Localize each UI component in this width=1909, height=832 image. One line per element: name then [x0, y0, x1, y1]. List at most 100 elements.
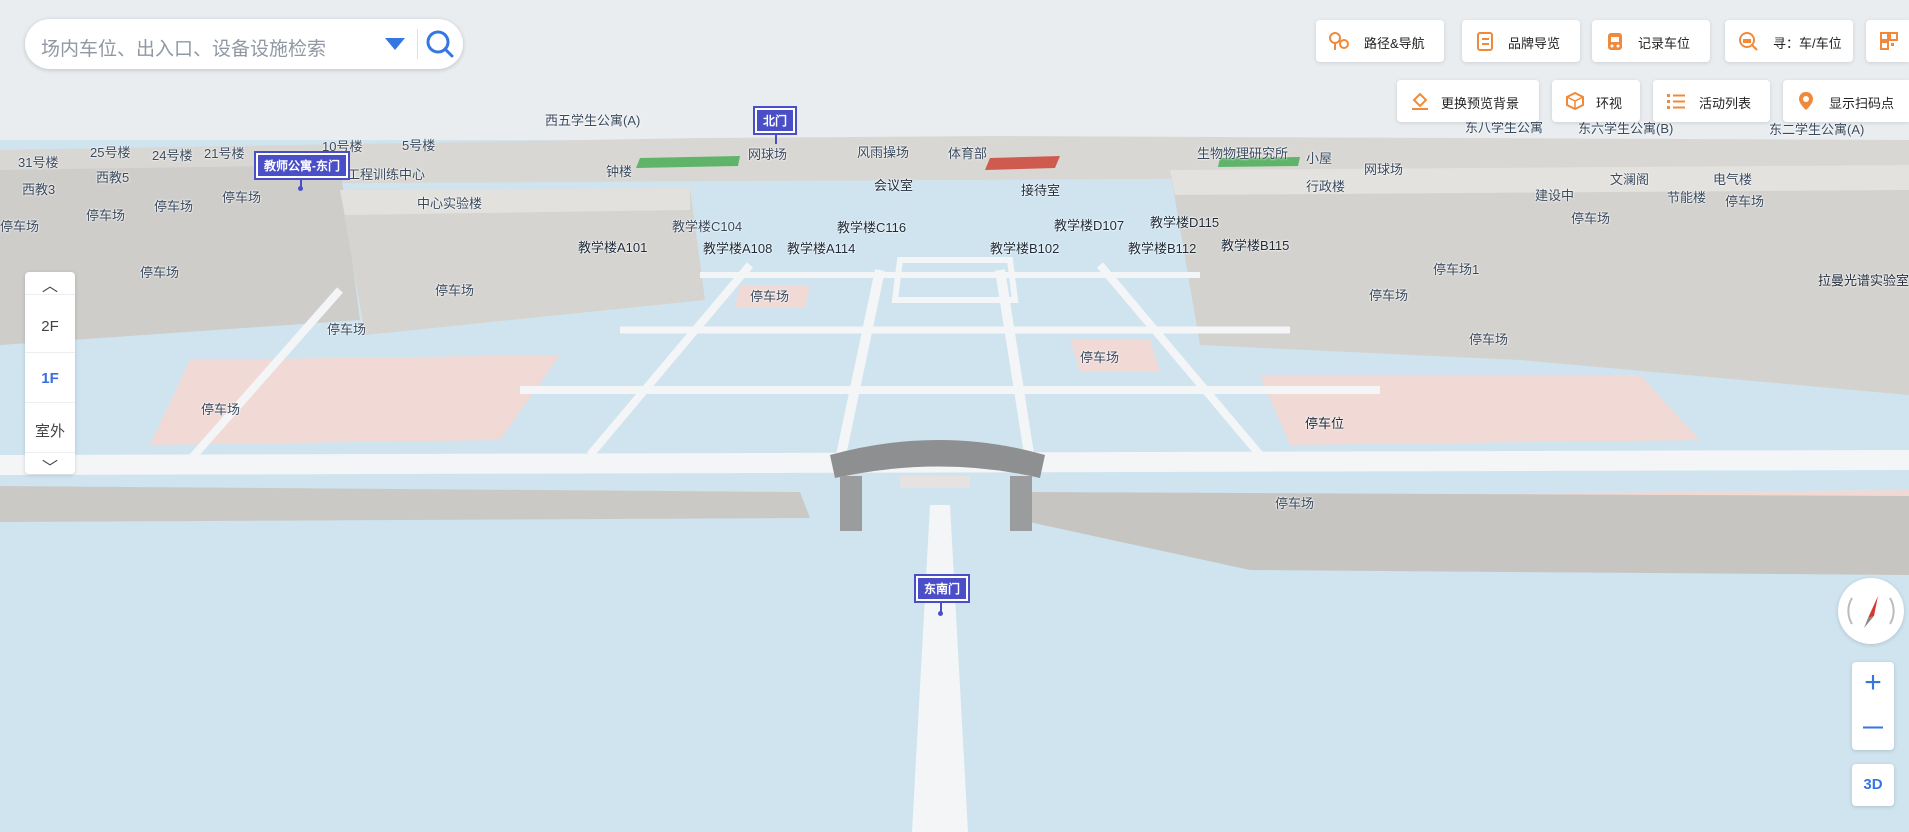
map-label[interactable]: 教学楼A114 — [787, 241, 856, 256]
floor-item-1f[interactable]: 1F — [41, 370, 59, 387]
map-label[interactable]: 教学楼D107 — [1054, 218, 1125, 233]
map-label[interactable]: 东八学生公寓 — [1465, 120, 1544, 135]
map-label[interactable]: 停车场 — [86, 208, 126, 223]
activity-list-button[interactable]: 活动列表 — [1653, 80, 1770, 122]
road-left-diag — [586, 262, 754, 458]
map-label[interactable]: 中心实验楼 — [417, 196, 483, 211]
record-parking-button[interactable]: 记录车位 — [1592, 20, 1710, 62]
map-label[interactable]: 行政楼 — [1306, 179, 1346, 194]
map-label[interactable]: 停车场 — [1369, 288, 1409, 303]
gate-marker-north[interactable]: 北门 — [752, 106, 798, 135]
compass[interactable] — [1838, 578, 1904, 644]
map-label[interactable]: 停车场 — [222, 190, 262, 205]
change-background-button[interactable]: 更换预览背景 — [1397, 80, 1539, 122]
map-label[interactable]: 工程训练中心 — [347, 167, 426, 182]
panorama-button[interactable]: 环视 — [1552, 80, 1640, 122]
map-label[interactable]: 停车场 — [154, 199, 194, 214]
parking-lot-center — [1070, 340, 1160, 372]
road-center-right — [995, 269, 1035, 461]
map-label[interactable]: 21号楼 — [204, 146, 245, 161]
change-background-label: 更换预览背景 — [1441, 96, 1520, 111]
gate-sign — [900, 476, 970, 488]
search-bar: 场内车位、出入口、设备设施检索 — [25, 19, 463, 69]
gate-marker-teacher-east[interactable]: 教师公寓-东门 — [254, 151, 350, 180]
map-label[interactable]: 生物物理研究所 — [1197, 146, 1289, 161]
map-label[interactable]: 建设中 — [1535, 188, 1575, 203]
map-label[interactable]: 拉曼光谱实验室 — [1818, 273, 1909, 288]
front-wall-left — [0, 486, 810, 522]
map-label[interactable]: 钟楼 — [606, 164, 633, 179]
find-car-button[interactable]: 寻：车/车位 — [1725, 20, 1853, 62]
map-label[interactable]: 25号楼 — [90, 145, 131, 160]
map-label[interactable]: 5号楼 — [402, 138, 436, 153]
zoom-in-button[interactable]: + — [1864, 666, 1882, 699]
route-navigation-button[interactable]: 路径&导航 — [1316, 20, 1444, 62]
map-label[interactable]: 教学楼B102 — [990, 241, 1060, 256]
map-label[interactable]: 教学楼C116 — [837, 220, 907, 235]
map-label[interactable]: 电气楼 — [1713, 172, 1753, 187]
map-label[interactable]: 教学楼A108 — [703, 241, 773, 256]
map-label[interactable]: 24号楼 — [152, 148, 193, 163]
map-label[interactable]: 教学楼B112 — [1128, 241, 1197, 256]
map-label[interactable]: 小屋 — [1306, 151, 1333, 166]
map-label[interactable]: 31号楼 — [18, 155, 59, 170]
map-label[interactable]: 西五学生公寓(A) — [545, 113, 641, 128]
map-label[interactable]: 网球场 — [748, 147, 788, 162]
parking-lot-right — [1260, 375, 1700, 445]
floor-down-button[interactable]: ﹀ — [41, 460, 58, 477]
map-label[interactable]: 停车场 — [1080, 350, 1120, 365]
map-label[interactable]: 节能楼 — [1667, 190, 1707, 205]
map-label[interactable]: 西教5 — [96, 170, 130, 185]
floor-item-2f[interactable]: 2F — [41, 318, 59, 335]
search-icon[interactable] — [425, 29, 455, 59]
map-label[interactable]: 风雨操场 — [857, 145, 910, 160]
location-pin-icon — [1799, 92, 1813, 110]
map-label[interactable]: 东二学生公寓(A) — [1769, 122, 1865, 137]
view-mode-toggle[interactable]: 3D — [1852, 764, 1894, 806]
right-building-top — [1170, 165, 1909, 195]
map-label[interactable]: 会议室 — [874, 178, 914, 193]
map-label[interactable]: 教学楼D115 — [1150, 215, 1220, 230]
map-label[interactable]: 停车场 — [1571, 211, 1611, 226]
search-car-icon — [1739, 32, 1758, 51]
map-label[interactable]: 停车场 — [327, 322, 367, 337]
map-label[interactable]: 教学楼A101 — [578, 240, 648, 255]
map-label[interactable]: 停车场 — [201, 402, 241, 417]
map-label[interactable]: 停车场 — [1275, 496, 1315, 511]
map-label[interactable]: 西教3 — [22, 182, 56, 197]
floor-divider — [25, 352, 75, 353]
brand-guide-button[interactable]: 品牌导览 — [1462, 20, 1580, 62]
map-label[interactable]: 体育部 — [948, 146, 988, 161]
search-input[interactable]: 场内车位、出入口、设备设施检索 — [41, 39, 327, 60]
map-label[interactable]: 停车位 — [1305, 416, 1345, 431]
map-label[interactable]: 停车场 — [1725, 194, 1765, 209]
map-label[interactable]: 停车场1 — [1433, 262, 1480, 277]
map-label[interactable]: 文澜阁 — [1610, 172, 1650, 187]
gate-marker-pin — [775, 134, 777, 144]
show-scan-points-button[interactable]: 显示扫码点 — [1783, 80, 1909, 122]
zoom-out-button[interactable]: — — [1863, 716, 1883, 738]
map-label[interactable]: 网球场 — [1364, 162, 1404, 177]
map-label[interactable]: 10号楼 — [322, 139, 363, 154]
map-label[interactable]: 停车场 — [750, 289, 790, 304]
dropdown-caret-icon[interactable] — [385, 38, 405, 50]
map-label[interactable]: 东六学生公寓(B) — [1578, 121, 1674, 136]
document-list-icon — [1477, 32, 1493, 51]
floor-item-outdoor[interactable]: 室外 — [34, 423, 65, 440]
qrcode-icon — [1880, 32, 1898, 50]
map-label[interactable]: 教学楼C104 — [672, 219, 743, 234]
floor-up-button[interactable]: ︿ — [41, 278, 58, 295]
route-pin-icon — [1329, 32, 1349, 50]
sports-field-left — [636, 156, 740, 168]
search-divider — [417, 29, 418, 59]
map-label[interactable]: 停车场 — [140, 265, 180, 280]
map-label[interactable]: 停车场 — [1469, 332, 1509, 347]
plaza-ring — [891, 257, 1019, 303]
map-label[interactable]: 教学楼B115 — [1221, 238, 1290, 253]
gate-marker-southeast[interactable]: 东南门 — [913, 574, 971, 603]
map-label[interactable]: 停车场 — [0, 219, 40, 234]
map-label[interactable]: 停车场 — [435, 283, 475, 298]
map-label[interactable]: 接待室 — [1021, 183, 1061, 198]
qrcode-button[interactable] — [1866, 20, 1909, 62]
